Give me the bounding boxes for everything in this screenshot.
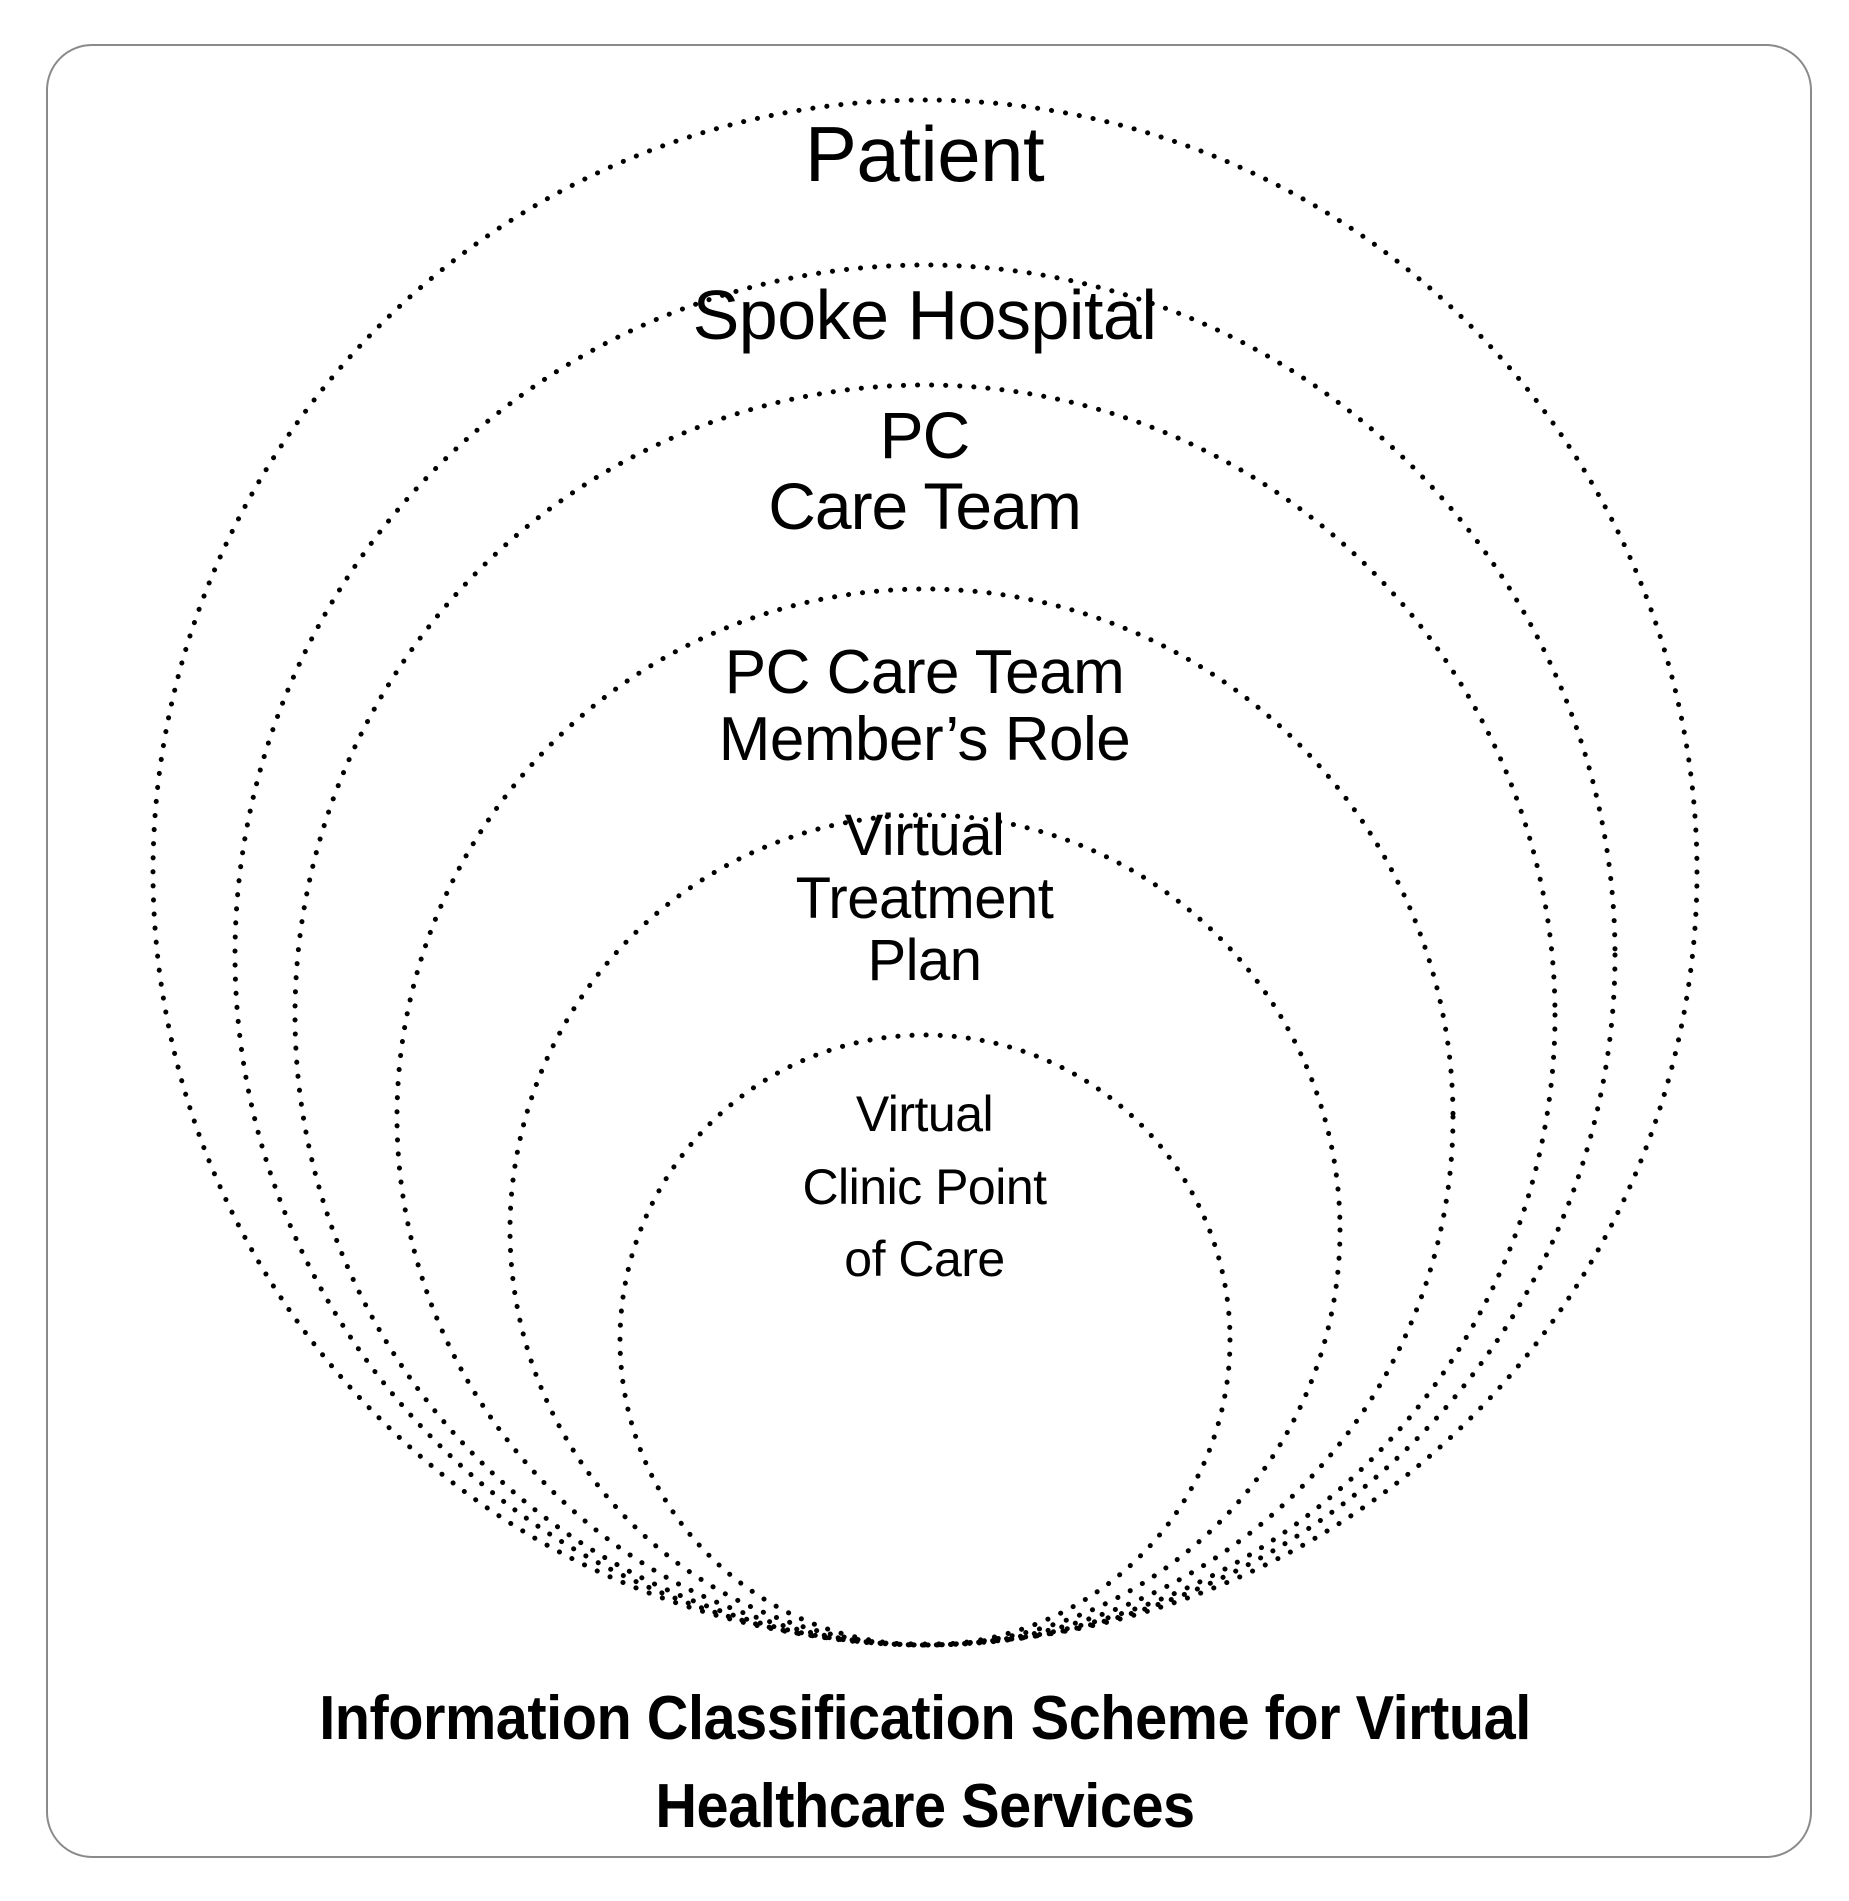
figure-caption-line-2: Healthcare Services	[655, 1772, 1195, 1842]
ring-label-patient: Patient	[804, 110, 1045, 198]
ring-label-pc-care-team: PC Care Team	[768, 398, 1082, 544]
ring-label-spoke-hospital: Spoke Hospital	[692, 276, 1157, 354]
figure-caption: Information Classification Scheme for Vi…	[176, 1675, 1673, 1851]
ring-label-virtual-treatment-plan: Virtual Treatment Plan	[795, 803, 1054, 994]
ring-label-virtual-clinic-point-of-care: Virtual Clinic Point of Care	[802, 1086, 1047, 1287]
ring-label-member-role: PC Care Team Member’s Role	[718, 638, 1131, 774]
figure-caption-line-1: Information Classification Scheme for Vi…	[319, 1684, 1531, 1753]
